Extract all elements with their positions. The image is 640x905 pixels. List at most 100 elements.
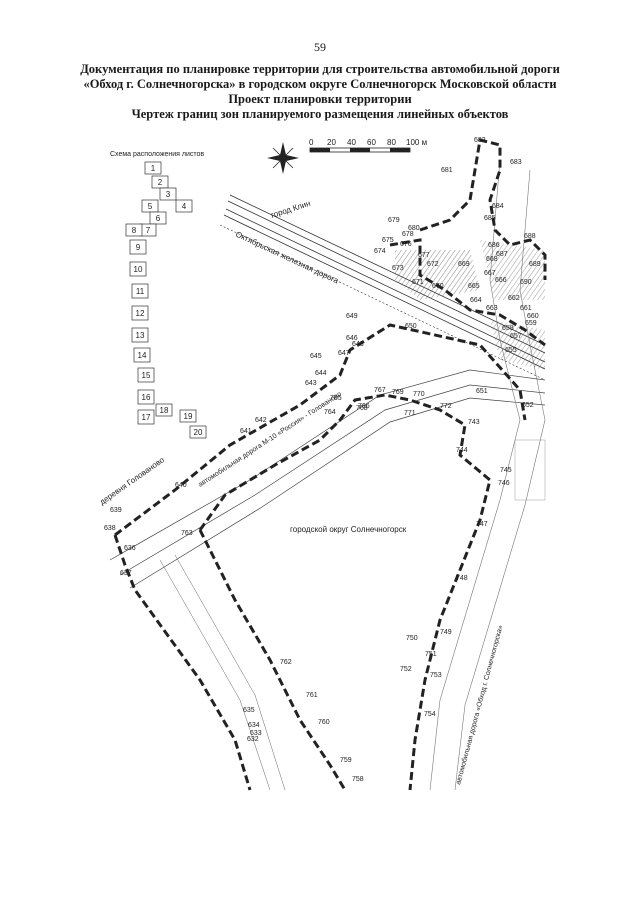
point-label: 636 <box>124 545 136 552</box>
point-label: 685 <box>484 215 496 222</box>
city-klin-label: город Клин <box>270 199 312 220</box>
point-label: 660 <box>527 313 539 320</box>
point-label: 689 <box>529 261 541 268</box>
point-label: 665 <box>468 283 480 290</box>
sheet-number: 14 <box>138 351 147 360</box>
sheet-number: 16 <box>142 393 151 402</box>
point-label: 650 <box>405 323 417 330</box>
point-label: 674 <box>374 248 386 255</box>
point-label: 752 <box>400 666 412 673</box>
sheet-number: 3 <box>166 190 171 199</box>
sheet-cell <box>189 425 207 439</box>
sheet-overview: Схема расположения листов 12345678910111… <box>110 151 207 439</box>
point-label: 666 <box>495 277 507 284</box>
point-label: 662 <box>508 295 520 302</box>
point-label: 678 <box>402 231 414 238</box>
point-label: 672 <box>427 261 439 268</box>
point-label: 684 <box>492 203 504 210</box>
point-label: 668 <box>486 256 498 263</box>
sheet-number: 10 <box>134 265 143 274</box>
sheet-cell <box>137 409 155 425</box>
sheet-cell <box>125 223 143 237</box>
point-label: 767 <box>374 387 386 394</box>
sheet-number: 13 <box>136 331 145 340</box>
point-label: 687 <box>496 251 508 258</box>
sheet-number: 2 <box>158 178 163 187</box>
point-label: 754 <box>424 711 436 718</box>
point-label: 745 <box>500 467 512 474</box>
point-label: 753 <box>430 672 442 679</box>
point-label: 664 <box>470 297 482 304</box>
point-label: 683 <box>510 159 522 166</box>
point-label: 661 <box>520 305 532 312</box>
sheet-number: 12 <box>136 309 145 318</box>
point-label: 633 <box>250 730 262 737</box>
point-label: 657 <box>510 333 522 340</box>
point-label: 743 <box>468 419 480 426</box>
point-label: 673 <box>392 265 404 272</box>
point-label: 667 <box>484 270 496 277</box>
sheet-cell <box>133 347 151 363</box>
sheet-number: 5 <box>148 202 153 211</box>
point-label: 688 <box>524 233 536 240</box>
page-number: 59 <box>314 40 326 54</box>
point-label: 634 <box>248 722 260 729</box>
point-label: 658 <box>502 325 514 332</box>
point-label: 637 <box>120 570 132 577</box>
point-label: 764 <box>324 409 336 416</box>
sheet-cell <box>131 305 149 321</box>
point-label: 762 <box>280 659 292 666</box>
point-label: 744 <box>456 447 468 454</box>
point-label: 675 <box>382 237 394 244</box>
point-label: 639 <box>110 507 122 514</box>
point-label: 682 <box>474 137 486 144</box>
point-label: 759 <box>340 757 352 764</box>
point-label: 686 <box>488 242 500 249</box>
point-label: 770 <box>413 391 425 398</box>
sheet-cell <box>175 199 193 213</box>
point-label: 748 <box>456 575 468 582</box>
sheet-number: 20 <box>194 428 203 437</box>
point-label: 669 <box>458 261 470 268</box>
scale-tick-label: 100 м <box>406 138 427 147</box>
point-label: 750 <box>406 635 418 642</box>
point-label: 690 <box>520 279 532 286</box>
point-label: 640 <box>175 482 187 489</box>
point-label: 769 <box>392 389 404 396</box>
point-label: 641 <box>240 428 252 435</box>
point-label: 772 <box>440 403 452 410</box>
point-label: 763 <box>181 530 193 537</box>
point-label: 749 <box>440 629 452 636</box>
point-label: 766 <box>358 403 370 410</box>
sheet-cell <box>129 261 147 277</box>
title-line-3: Проект планировки территории <box>228 92 412 106</box>
sheet-cell <box>137 389 155 405</box>
sheet-number: 11 <box>136 287 145 296</box>
sheet-number: 17 <box>142 413 151 422</box>
highway-label: автомобильная дорога М-10 «Россия» - Гол… <box>197 390 343 489</box>
point-label: 765 <box>330 395 342 402</box>
point-label: 649 <box>346 313 358 320</box>
point-label: 655 <box>505 347 517 354</box>
point-label: 681 <box>441 167 453 174</box>
point-label: 679 <box>388 217 400 224</box>
scale-tick-label: 20 <box>327 138 336 147</box>
scale-bar: 0 20 40 60 80 100 м <box>309 138 427 153</box>
point-label: 680 <box>408 225 420 232</box>
title-line-4: Чертеж границ зон планируемого размещени… <box>131 107 509 121</box>
point-label: 747 <box>476 521 488 528</box>
title-line-1: Документация по планировке территории дл… <box>80 62 560 76</box>
district-label: городской округ Солнечногорск <box>290 525 407 534</box>
sheet-number: 18 <box>160 406 169 415</box>
point-labels: 6326336346356366376386396406416426436446… <box>104 137 541 783</box>
hatched-areas <box>395 240 545 370</box>
point-label: 760 <box>318 719 330 726</box>
point-label: 768 <box>356 405 368 412</box>
point-label: 659 <box>525 320 537 327</box>
zone-boundaries <box>113 138 547 791</box>
sheet-number: 8 <box>132 226 137 235</box>
point-label: 746 <box>498 480 510 487</box>
point-label: 646 <box>346 335 358 342</box>
